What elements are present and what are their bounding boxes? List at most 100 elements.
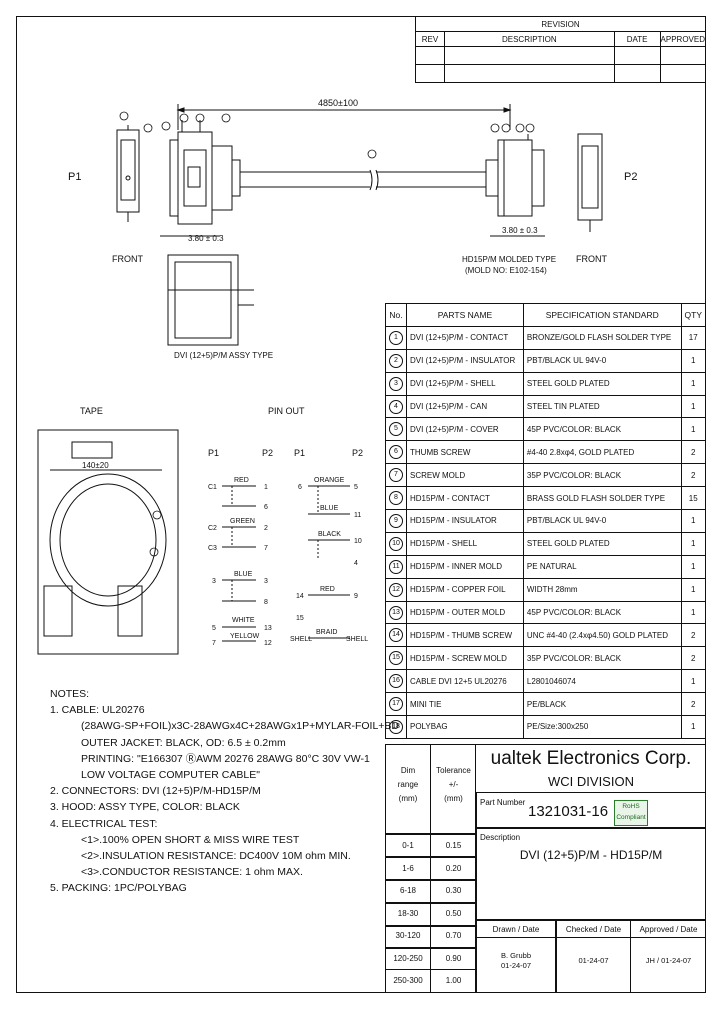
part-name: HD15P/M - INNER MOLD [406,554,524,579]
part-no: 4 [385,394,407,419]
part-qty: 1 [680,394,707,419]
parts-header-no: No. [385,303,407,327]
approved-label: Approved / Date [639,925,698,934]
part-qty: 1 [680,554,707,579]
pin-p2-13: 13 [264,625,272,632]
parts-header-qty: QTY [680,303,707,327]
p2-label: P2 [624,171,637,183]
description-value: DVI (12+5)P/M - HD15P/M [519,848,663,862]
part-spec: L2801046074 [522,669,682,694]
part-qty: 1 [680,371,707,396]
wire-red: RED [234,477,249,484]
wire-red-2: RED [320,586,335,593]
wire-black: BLACK [318,531,341,538]
pin-p2-6: 6 [264,504,268,511]
pinout-p1-right: P1 [294,448,305,458]
dim-range: 0-1 [402,841,414,850]
note-line: (28AWG-SP+FOIL)x3C-28AWGx4C+28AWGx1P+MYL… [81,720,400,733]
part-name: HD15P/M - THUMB SCREW [406,623,524,648]
part-number: 1321031-16 [528,803,609,820]
title-block [385,744,706,993]
note-line: 2. CONNECTORS: DVI (12+5)P/M-HD15P/M [50,785,261,798]
part-no: 1 [385,325,407,350]
part-spec: STEEL GOLD PLATED [522,371,682,396]
pin-7: 7 [212,640,216,647]
part-no: 18 [385,715,407,739]
part-spec: UNC #4-40 (2.4xφ4.50) GOLD PLATED [522,623,682,648]
parts-header-name: PARTS NAME [406,303,524,327]
molded-type-label: HD15P/M MOLDED TYPE [462,255,556,264]
part-spec: #4-40 2.8xφ4, GOLD PLATED [522,440,682,465]
wire-white: WHITE [232,617,255,624]
rohs-badge: RoHS Compliant [614,800,648,826]
part-number-label: Part Number [480,798,526,807]
pinout-title: PIN OUT [268,406,305,416]
part-spec: 45P PVC/COLOR: BLACK [522,417,682,442]
note-line: 1. CABLE: UL20276 [50,704,145,717]
part-qty: 1 [680,348,707,373]
pin-p2-2: 2 [264,525,268,532]
dim-tolerance: 0.90 [445,953,462,963]
dim-range: 30-120 [395,931,421,940]
part-name: HD15P/M - INSULATOR [406,509,524,533]
rohs-line-2: Compliant [616,814,646,821]
revision-table: REVISION REV DESCRIPTION DATE APPROVED [415,16,707,83]
dim-tolerance: 0.50 [445,908,462,918]
part-name: SCREW MOLD [406,463,524,488]
part-qty: 1 [680,600,707,625]
part-name: DVI (12+5)P/M - CONTACT [406,325,524,350]
part-qty: 1 [680,531,707,556]
part-name: DVI (12+5)P/M - INSULATOR [406,348,524,373]
drawn-date: 01-24-07 [500,961,532,970]
dim-range: 6-18 [399,886,416,895]
dim-range: 1-6 [402,863,414,873]
wire-blue-2: BLUE [320,505,339,512]
tol-header-line-1: Tolerance [436,766,471,775]
wire-yellow: YELLOW [230,633,260,640]
part-no: 13 [385,600,407,625]
pin-r2-shell: SHELL [346,636,368,643]
checked-label: Checked / Date [565,925,622,934]
pin-r2-4: 4 [354,560,358,567]
wire-green: GREEN [230,518,255,525]
cable-assembly-drawing: 4850±100 P1 P2 FRONT FRONT 3.80 ± 0.3 3.… [37,98,637,655]
tape-label: TAPE [80,406,103,416]
part-qty: 2 [680,692,707,717]
drawn-label: Drawn / Date [492,925,540,934]
dim-range: 18-30 [397,908,419,918]
part-no: 5 [385,417,407,442]
note-line: OUTER JACKET: BLACK, OD: 6.5 ± 0.2mm [81,736,286,749]
part-no: 9 [385,509,407,533]
company-name: ualtek Electronics Corp. [490,748,692,769]
part-name: POLYBAG [406,715,524,739]
pin-r-shell: SHELL [290,636,312,643]
part-no: 7 [385,463,407,488]
note-line: <2>.INSULATION RESISTANCE: DC400V 10M oh… [81,850,351,863]
part-name: THUMB SCREW [406,440,524,465]
part-spec: STEEL TIN PLATED [522,394,682,419]
pin-p2-3: 3 [264,578,268,585]
part-name: HD15P/M - SHELL [406,531,524,556]
part-name: DVI (12+5)P/M - COVER [406,417,524,442]
part-spec: BRASS GOLD FLASH SOLDER TYPE [522,486,682,511]
pinout-p2-left: P2 [262,448,273,458]
part-qty: 2 [680,623,707,648]
pin-r-6: 6 [298,484,302,491]
dim-header-line-2: range [397,780,419,789]
part-qty: 2 [680,440,707,465]
pin-r2-11: 11 [354,512,361,519]
dim-range: 120-250 [393,953,423,963]
dim-left: 3.80 ± 0.3 [188,234,224,243]
part-spec: PBT/BLACK UL 94V-0 [522,348,682,373]
